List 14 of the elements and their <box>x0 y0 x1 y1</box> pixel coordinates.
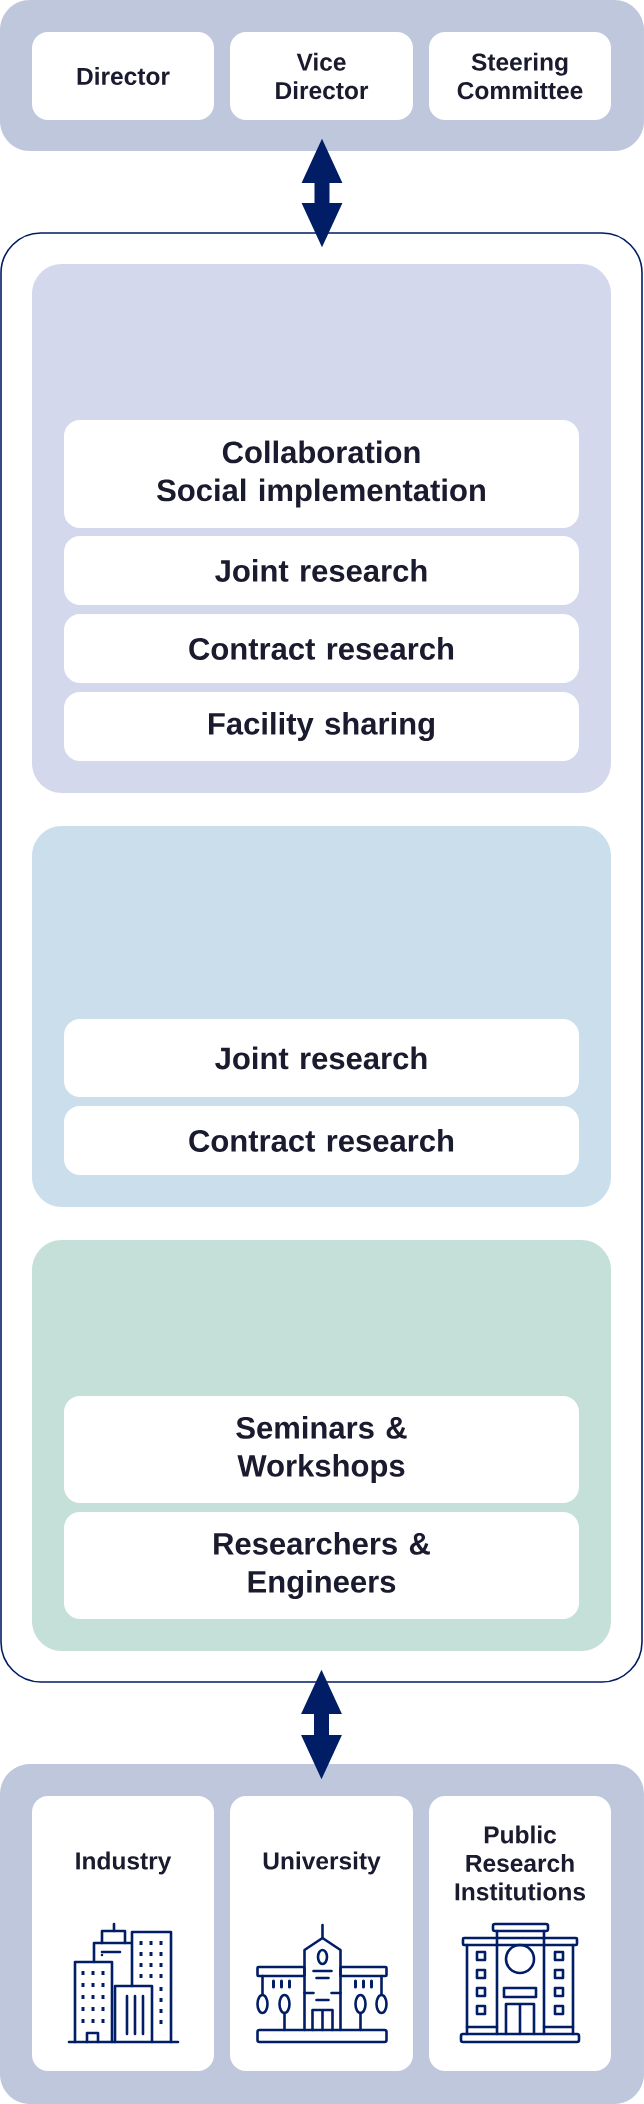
role-box: Vice Director <box>230 32 413 120</box>
item-box: Collaboration Social implementation <box>64 420 579 528</box>
item-box: Joint research <box>64 536 579 605</box>
item-box: Seminars & Workshops <box>64 1396 579 1503</box>
item-box: Joint research <box>64 1019 579 1097</box>
item-box: Researchers & Engineers <box>64 1512 579 1619</box>
role-box: Director <box>32 32 214 120</box>
entity-card: University <box>230 1796 413 2071</box>
item-box: Contract research <box>64 1106 579 1175</box>
role-box: Steering Committee <box>429 32 611 120</box>
item-box: Facility sharing <box>64 692 579 761</box>
entity-card: Public Research Institutions <box>429 1796 611 2071</box>
entity-card: Industry <box>32 1796 214 2071</box>
item-box: Contract research <box>64 614 579 683</box>
